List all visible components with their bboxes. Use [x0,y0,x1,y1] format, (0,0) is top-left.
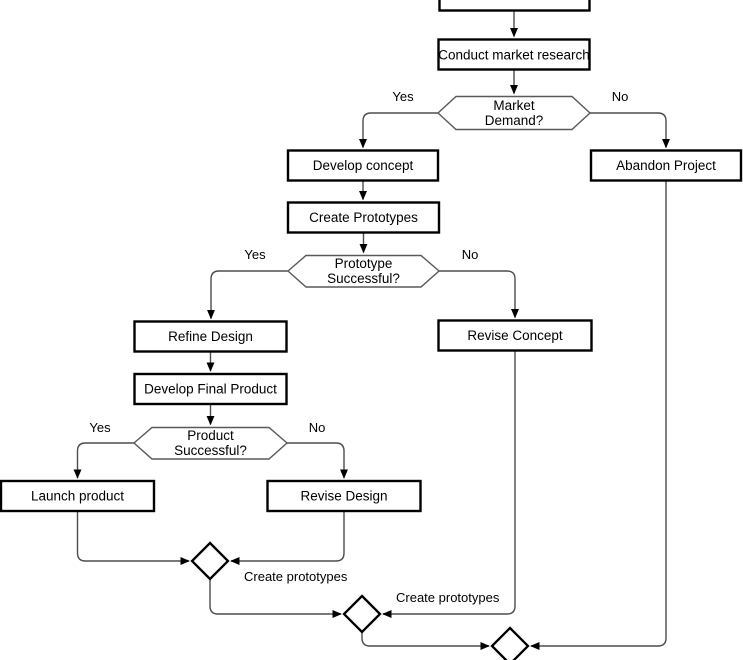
prototype-successful-hexagon[interactable] [286,254,441,288]
node-product-successful[interactable]: Product Successful? [132,426,289,460]
edge-label-product-no: No [309,420,326,435]
create-prototypes-label: Create Prototypes [309,210,418,225]
abandon-project-box[interactable] [589,149,743,182]
product-successful-hexagon[interactable] [132,426,289,460]
market-demand-hexagon[interactable] [436,95,592,131]
edge-label-market-yes: Yes [392,89,414,104]
prototype-successful-label-line2: Successful? [327,271,400,286]
node-launch-product[interactable]: Launch product [0,479,156,513]
edge-label-market-no: No [612,89,629,104]
edge-merge2-to-merge3 [361,632,490,650]
node-develop-concept[interactable]: Develop concept [286,149,440,182]
edge-product-no [287,442,348,479]
edge-revise-concept-to-merge2 [382,351,516,618]
merge-diamond-2[interactable] [342,594,382,634]
edge-market-demand-no [590,112,670,149]
node-revise-concept[interactable]: Revise Concept [437,319,593,352]
edge-label-product-yes: Yes [89,420,111,435]
node-market-demand[interactable]: Market Demand? [436,95,592,131]
node-abandon-project[interactable]: Abandon Project [589,149,743,182]
launch-product-box[interactable] [0,479,156,513]
develop-final-product-box[interactable] [133,372,288,406]
market-demand-label-line1: Market [493,98,535,113]
edge-label-prototype-no: No [462,247,479,262]
market-demand-label-line2: Demand? [485,113,544,128]
node-prototype-successful[interactable]: Prototype Successful? [286,254,441,288]
edge-label-prototype-yes: Yes [244,247,266,262]
edge-revise-design-to-merge1 [230,511,345,565]
refine-design-label: Refine Design [168,329,253,344]
develop-concept-label: Develop concept [313,158,414,173]
merge-diamond-1[interactable] [190,541,230,581]
merge-diamond-3[interactable] [490,626,530,660]
node-create-prototypes[interactable]: Create Prototypes [286,201,441,234]
node-top-partial[interactable] [438,0,591,12]
node-conduct-market-research[interactable]: Conduct market research [437,38,591,71]
abandon-project-label: Abandon Project [616,158,716,173]
edge-abandon-to-merge3 [530,181,667,650]
edge-label-merge-left: Create prototypes [244,569,348,584]
top-partial-box[interactable] [438,0,591,12]
launch-product-label: Launch product [31,489,124,504]
node-refine-design[interactable]: Refine Design [133,320,288,353]
prototype-successful-label-line1: Prototype [335,256,393,271]
revise-concept-box[interactable] [437,319,593,352]
node-develop-final-product[interactable]: Develop Final Product [133,372,288,406]
revise-design-box[interactable] [266,479,422,513]
develop-final-product-label: Develop Final Product [144,382,277,397]
conduct-market-research-label: Conduct market research [438,48,590,63]
edge-merge1-to-merge2 [209,579,342,618]
edge-product-yes [73,442,134,479]
product-successful-label-line2: Successful? [174,443,247,458]
refine-design-box[interactable] [133,320,288,353]
conduct-market-research-box[interactable] [437,38,591,71]
revise-concept-label: Revise Concept [467,328,563,343]
edge-launch-to-merge1 [76,511,190,565]
product-successful-label-line1: Product [187,428,234,443]
edge-prototype-yes [207,270,288,320]
edge-market-demand-yes [359,112,438,149]
develop-concept-box[interactable] [286,149,440,182]
node-revise-design[interactable]: Revise Design [266,479,422,513]
create-prototypes-box[interactable] [286,201,441,234]
edge-prototype-no [439,270,519,319]
edge-label-merge-right: Create prototypes [396,590,500,605]
revise-design-label: Revise Design [300,489,387,504]
